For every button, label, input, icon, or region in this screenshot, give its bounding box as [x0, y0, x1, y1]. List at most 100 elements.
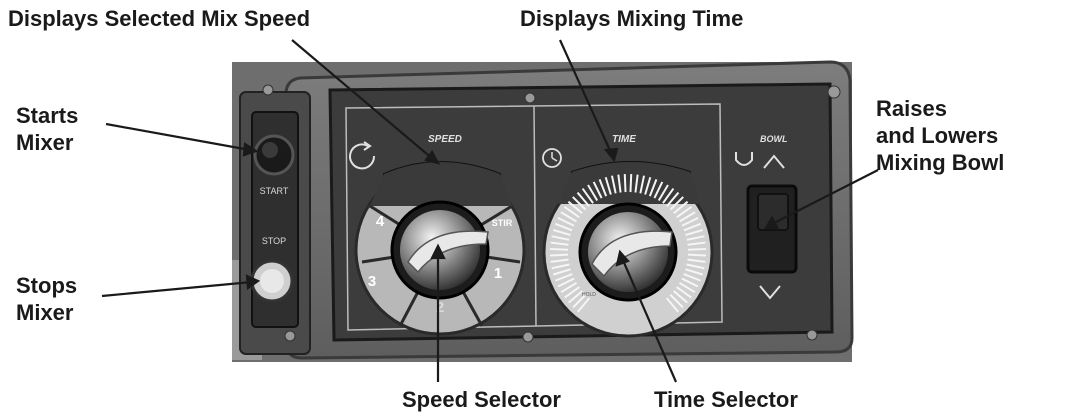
- time-tick: [553, 268, 571, 276]
- arrowhead: [430, 243, 446, 260]
- speed-position-1: 1: [494, 265, 502, 282]
- time-tick: [657, 184, 669, 202]
- callout-line: and Lowers: [876, 123, 999, 148]
- screw: [262, 84, 274, 96]
- callout-line: Stops: [16, 273, 78, 298]
- time-tick: [686, 235, 705, 241]
- screw: [524, 92, 536, 104]
- time-tick: [686, 263, 705, 270]
- time-tick: [687, 253, 706, 257]
- time-tick: [669, 196, 684, 211]
- screw: [284, 330, 296, 342]
- bowl-switch-rocker: [757, 193, 789, 231]
- time-tick: [564, 286, 580, 299]
- start-button-highlight: [262, 142, 278, 158]
- time-tick: [560, 282, 578, 294]
- speed-label: SPEED: [428, 134, 462, 145]
- time-tick: [683, 222, 702, 232]
- time-tick: [672, 290, 688, 304]
- callout-line: Mixer: [16, 300, 74, 325]
- leader-stop: [101, 280, 253, 298]
- time-tick: [587, 184, 599, 202]
- time-tick: [550, 253, 569, 257]
- time-tick: [610, 175, 617, 194]
- time-tick: [683, 273, 701, 282]
- time-tick: [687, 258, 706, 263]
- callout-displays-mixing-time: Displays Mixing Time: [520, 6, 744, 31]
- time-tick: [669, 293, 684, 309]
- stop-label: STOP: [262, 236, 286, 246]
- leader-lines: [101, 39, 879, 383]
- callout-speed-selector: Speed Selector: [402, 387, 561, 412]
- time-tick: [551, 263, 570, 270]
- callout-line: Raises: [876, 96, 947, 121]
- control-plate-border: [345, 103, 723, 331]
- time-tick: [676, 286, 692, 299]
- time-tick: [555, 273, 573, 282]
- arrowhead: [245, 274, 261, 290]
- time-tick: [648, 178, 658, 197]
- time-tick: [551, 235, 570, 241]
- arrowhead: [424, 149, 441, 165]
- speed-position-stir: STIR: [492, 218, 513, 228]
- time-tick: [685, 228, 704, 236]
- speed-position-3: 3: [368, 273, 376, 290]
- speed-position-2: 2: [436, 299, 444, 316]
- time-tick: [581, 187, 594, 204]
- arrowhead: [603, 147, 619, 163]
- callout-raises-lowers-bowl: Raises and Lowers Mixing Bowl: [876, 95, 1004, 176]
- time-tick: [563, 205, 580, 219]
- time-label: TIME: [612, 134, 636, 145]
- time-tick: [687, 248, 706, 251]
- time-knob-grip: [591, 230, 673, 278]
- screw: [522, 331, 534, 343]
- leader-speed-display: [291, 39, 435, 161]
- time-tick: [617, 174, 622, 193]
- time-tick: [550, 248, 569, 251]
- chevron-up-icon: [763, 154, 785, 169]
- time-tick: [653, 181, 664, 199]
- time-hold-label: HOLD: [582, 292, 596, 298]
- time-tick: [572, 196, 587, 211]
- divider-line: [533, 105, 537, 327]
- leader-bowl: [771, 169, 879, 225]
- time-tick: [678, 282, 696, 294]
- time-tick: [572, 293, 587, 309]
- time-tick: [567, 200, 583, 215]
- leader-start: [105, 122, 251, 152]
- time-dial-ticks: [550, 174, 706, 313]
- time-tick: [676, 205, 693, 219]
- time-tick: [550, 241, 569, 246]
- time-tick: [685, 268, 703, 276]
- speed-position-4: 4: [376, 213, 385, 230]
- time-tick: [623, 174, 627, 193]
- bowl-label: BOWL: [760, 134, 788, 144]
- start-label: START: [260, 186, 289, 196]
- time-tick: [592, 181, 603, 199]
- speed-dial-top: [370, 162, 512, 206]
- callout-line: Mixer: [16, 130, 74, 155]
- time-tick: [681, 216, 699, 227]
- time-tick: [679, 211, 696, 223]
- time-tick: [666, 191, 680, 207]
- arrowhead: [615, 249, 630, 267]
- time-tick: [560, 211, 577, 223]
- leader-time-selector: [620, 257, 678, 383]
- stop-button-face: [260, 269, 284, 293]
- time-tick: [665, 297, 679, 313]
- leader-time-display: [558, 39, 614, 156]
- screw: [806, 329, 818, 341]
- time-tick: [639, 175, 646, 194]
- time-tick: [629, 174, 633, 193]
- time-tick: [552, 228, 571, 236]
- callout-line: Starts: [16, 103, 79, 128]
- time-tick: [644, 176, 652, 195]
- callout-displays-mix-speed: Displays Selected Mix Speed: [8, 6, 311, 31]
- time-tick: [681, 277, 699, 288]
- callout-time-selector: Time Selector: [654, 387, 798, 412]
- time-tick: [550, 258, 569, 263]
- clock-icon: [542, 148, 562, 168]
- time-tick: [576, 191, 590, 207]
